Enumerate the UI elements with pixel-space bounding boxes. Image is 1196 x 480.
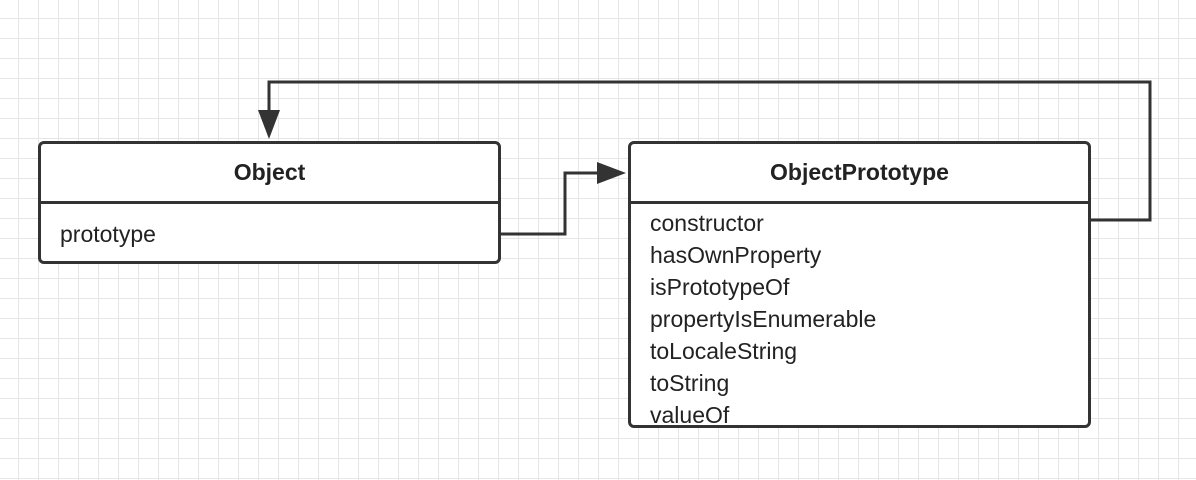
object-class-box[interactable]: Object prototype: [38, 141, 501, 264]
constructor-connector-arrowhead: [258, 110, 280, 139]
object-prototype-member-list: constructor hasOwnProperty isPrototypeOf…: [631, 204, 1088, 428]
object-prototype-class-box[interactable]: ObjectPrototype constructor hasOwnProper…: [628, 141, 1091, 428]
object-member-list: prototype: [41, 204, 498, 250]
prototype-connector-arrowhead: [597, 162, 626, 184]
member-property-is-enumerable: propertyIsEnumerable: [650, 306, 877, 332]
member-constructor: constructor: [650, 210, 764, 236]
member-to-locale-string: toLocaleString: [650, 338, 798, 364]
object-class-title: Object: [41, 144, 498, 204]
prototype-connector-line: [501, 171, 600, 236]
member-is-prototype-of: isPrototypeOf: [650, 274, 790, 300]
member-value-of: valueOf: [650, 402, 730, 428]
member-to-string: toString: [650, 370, 730, 396]
object-member-prototype: prototype: [60, 221, 156, 247]
object-prototype-class-title: ObjectPrototype: [631, 144, 1088, 204]
prototype-to-objectprototype-connector[interactable]: [501, 162, 626, 236]
member-has-own-property: hasOwnProperty: [650, 242, 822, 268]
